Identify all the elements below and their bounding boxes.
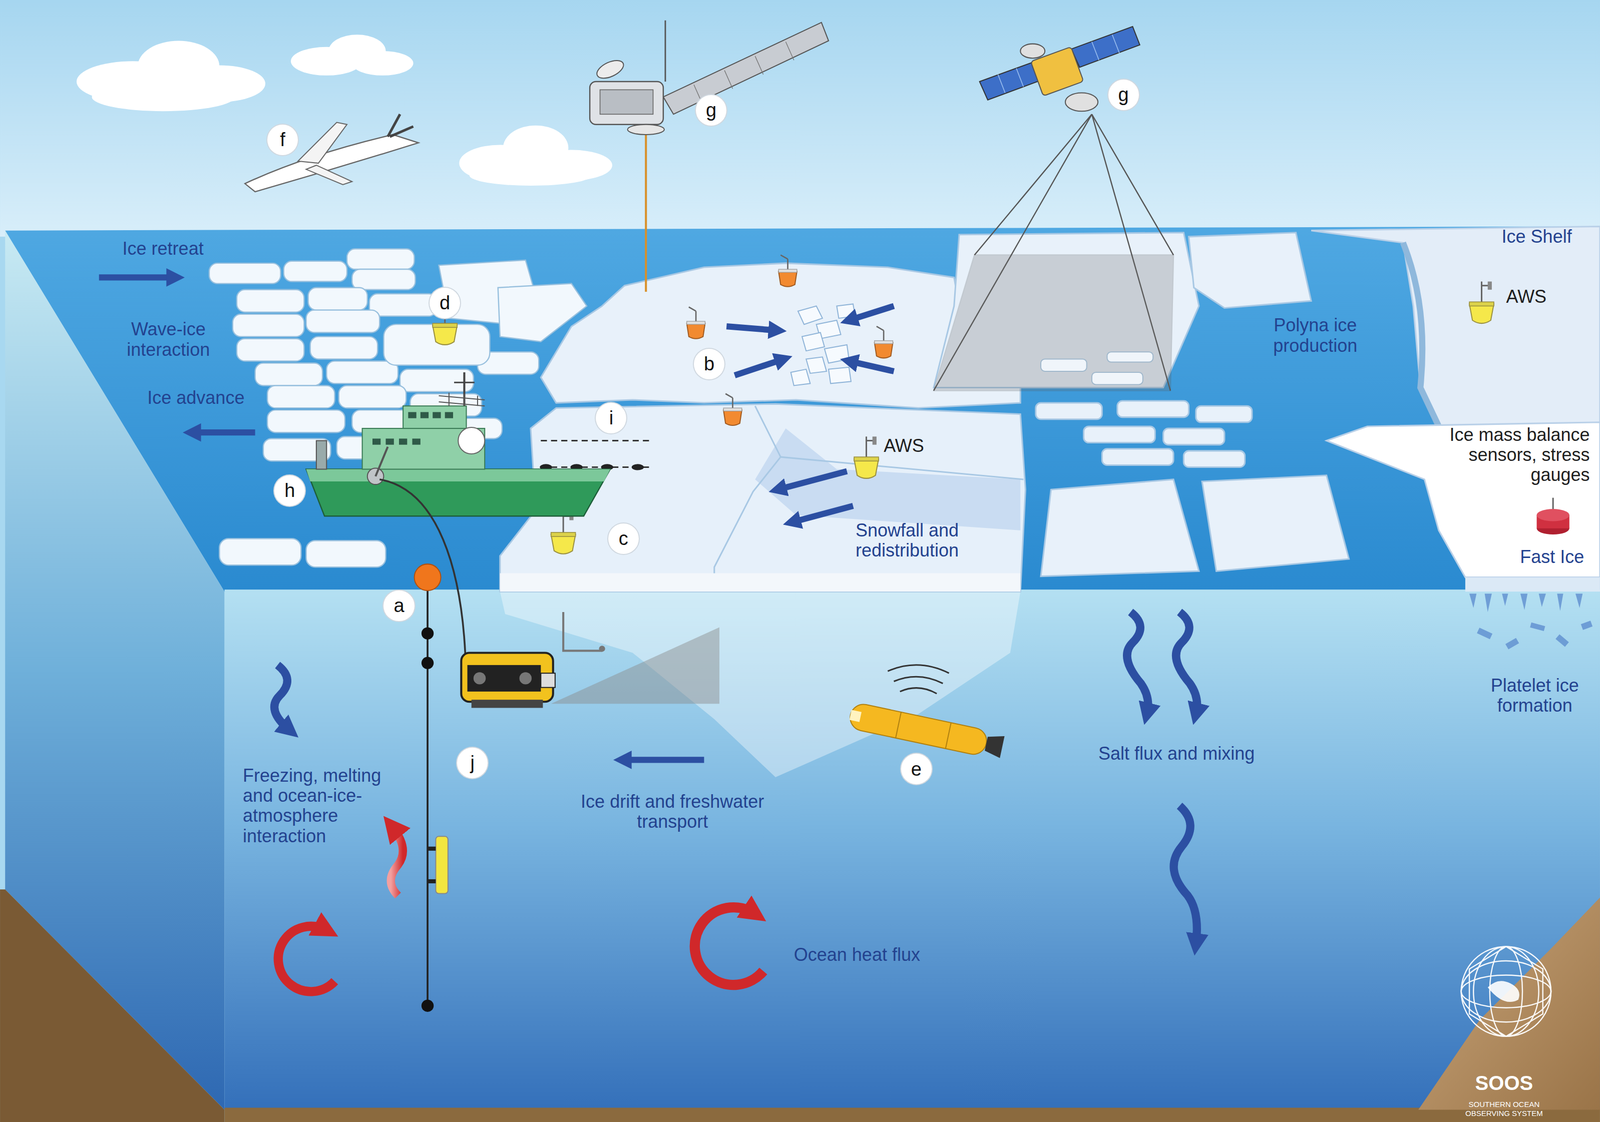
callout-letter: h (274, 475, 305, 507)
process-label: Ice retreat (122, 238, 204, 259)
callout-letter: f (267, 124, 298, 156)
process-label: Wave-ice interaction (107, 319, 230, 360)
station-label: AWS (1505, 286, 1547, 307)
region-label: Fast Ice (1519, 547, 1584, 568)
callout-letter: d (429, 287, 461, 319)
callout-letter: g (695, 95, 727, 126)
callout-letter: j (457, 747, 488, 779)
process-label: Salt flux and mixing (1098, 743, 1255, 764)
process-label: Ice advance (147, 387, 245, 409)
logo-text: SOOS (1475, 1072, 1534, 1095)
callout-letter: g (1108, 79, 1139, 111)
region-label: Ice Shelf (1501, 226, 1572, 247)
process-label: Platelet ice formation (1473, 675, 1596, 717)
station-label: AWS (883, 436, 925, 457)
callout-letter: b (693, 348, 725, 380)
callout-letter: c (608, 523, 639, 555)
process-label: Polyna ice production (1249, 315, 1382, 356)
process-label: Freezing, melting and ocean-ice-atmosphe… (242, 765, 415, 847)
callout-letter: i (595, 403, 627, 434)
process-label: Ice drift and freshwater transport (567, 791, 777, 833)
instrument-label: Ice mass balance sensors, stress gauges (1406, 425, 1590, 486)
callout-letter: a (383, 590, 415, 622)
process-label: Snowfall and redistribution (830, 520, 984, 562)
logo-subtitle: SOUTHERN OCEAN OBSERVING SYSTEM (1452, 1100, 1555, 1119)
process-label: Ocean heat flux (793, 945, 921, 966)
callout-letter: e (901, 753, 932, 785)
